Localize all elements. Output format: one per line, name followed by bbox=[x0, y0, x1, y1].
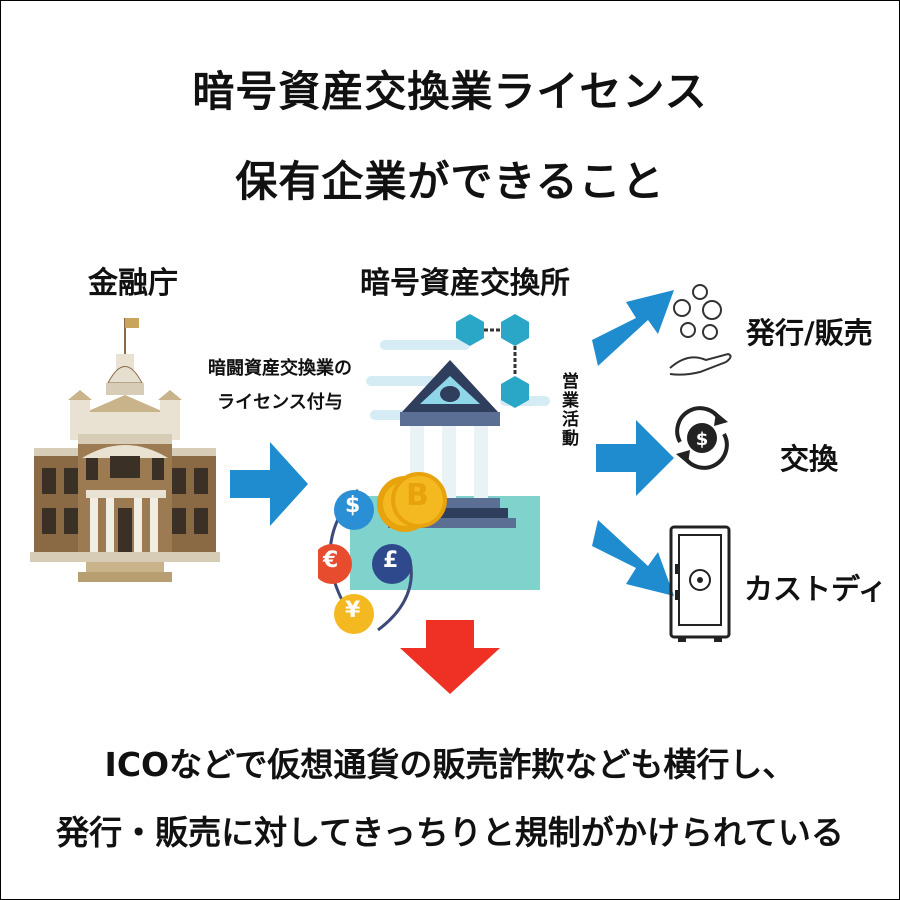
service-label-exchange: 交換 bbox=[780, 442, 839, 476]
safe-icon bbox=[669, 525, 731, 642]
footer-line-2: 発行・販売に対してきっちりと規制がかけられている bbox=[56, 813, 844, 852]
pound-symbol: £ bbox=[383, 548, 399, 573]
yen-symbol: ¥ bbox=[345, 598, 361, 623]
dollar-symbol: $ bbox=[345, 493, 361, 518]
bitcoin-coin-symbol: B bbox=[406, 478, 429, 513]
dollar-cycle-icon: $ bbox=[675, 406, 729, 470]
down-arrow-icon bbox=[400, 620, 500, 694]
money-hand-icon bbox=[669, 284, 732, 376]
service-label-custody: カストディ bbox=[744, 572, 887, 606]
government-building-icon bbox=[30, 318, 220, 582]
euro-symbol: € bbox=[323, 548, 339, 573]
crypto-exchange-icon bbox=[350, 314, 550, 590]
svg-text:$: $ bbox=[696, 429, 709, 450]
currency-cycle-ring bbox=[318, 488, 413, 634]
euro-coin-icon bbox=[318, 544, 352, 584]
license-grant-line-2: ライセンス付与 bbox=[217, 392, 343, 413]
footer-line-1: ICOなどで仮想通貨の販売詐欺なども横行し、 bbox=[104, 745, 796, 784]
bitcoin-coin-icon bbox=[377, 472, 447, 532]
custody-arrow-icon bbox=[592, 520, 674, 596]
exchange-arrow-icon bbox=[596, 420, 674, 496]
dollar-coin-icon bbox=[334, 490, 374, 530]
yen-coin-icon bbox=[334, 594, 374, 634]
service-label-issue: 発行/販売 bbox=[746, 316, 873, 350]
regulator-label: 金融庁 bbox=[88, 266, 178, 301]
title-line-1: 暗号資産交換業ライセンス bbox=[192, 67, 708, 116]
license-grant-label: 暗闘資産交換業の ライセンス付与 bbox=[190, 352, 370, 420]
exchange-label: 暗号資産交換所 bbox=[360, 266, 570, 301]
pound-coin-icon bbox=[372, 544, 412, 584]
business-activity-label: 営業活動 bbox=[558, 372, 578, 448]
issue-arrow-icon bbox=[592, 290, 674, 366]
title-line-2: 保有企業ができること bbox=[235, 157, 665, 206]
grant-arrow-icon bbox=[230, 442, 308, 526]
license-grant-line-1: 暗闘資産交換業の bbox=[208, 358, 352, 379]
